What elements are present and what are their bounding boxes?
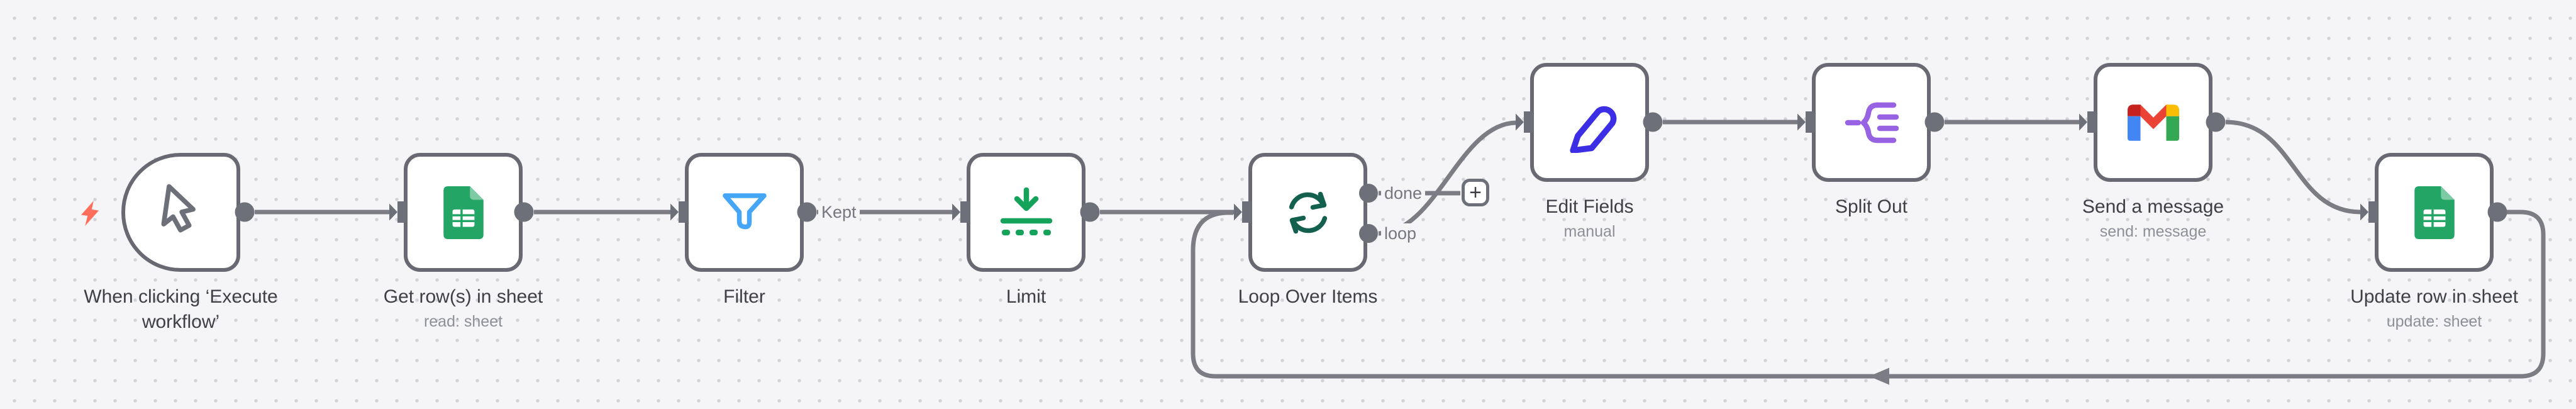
trigger-lightning-icon: [81, 201, 99, 226]
node-label: Get row(s) in sheet: [383, 286, 543, 307]
google-sheets-icon: [2414, 186, 2455, 239]
limit-icon: [1000, 187, 1052, 235]
node-filter[interactable]: Filter: [685, 153, 804, 307]
google-sheets-icon: [443, 186, 484, 239]
cursor-icon: [161, 184, 196, 232]
node-subtitle: manual: [1563, 223, 1616, 240]
node-subtitle: read: sheet: [423, 313, 503, 330]
node-label: Limit: [1006, 286, 1046, 307]
gmail-icon: [2127, 104, 2179, 141]
node-limit[interactable]: Limit: [967, 153, 1085, 307]
connection-gmail-to-update-row: [2225, 120, 2362, 215]
filter-icon: [722, 193, 767, 229]
connection-loop-to-edit-fields: [1378, 120, 1517, 236]
node-get-rows-in-sheet[interactable]: Get row(s) in sheet read: sheet: [384, 153, 543, 330]
output-label-done: done: [1381, 183, 1426, 204]
node-label: Split Out: [1835, 196, 1908, 217]
split-out-icon: [1845, 102, 1899, 143]
node-subtitle: update: sheet: [2386, 313, 2482, 330]
node-edit-fields[interactable]: Edit Fields manual: [1530, 63, 1649, 240]
node-loop-over-items[interactable]: Loop Over Items: [1238, 153, 1377, 307]
node-send-a-message[interactable]: Send a message send: message: [2082, 63, 2224, 240]
add-node-button[interactable]: +: [1462, 179, 1489, 206]
output-label-loop: loop: [1381, 223, 1420, 244]
node-label: Loop Over Items: [1238, 286, 1378, 307]
loop-icon: [1289, 191, 1327, 233]
pencil-icon: [1569, 106, 1616, 153]
node-label: Filter: [723, 286, 765, 307]
node-label: Update row in sheet: [2350, 286, 2518, 307]
node-update-row-in-sheet[interactable]: Update row in sheet update: sheet: [2350, 153, 2518, 330]
node-label: Edit Fields: [1545, 196, 1634, 217]
node-subtitle: send: message: [2099, 223, 2207, 240]
loopback-arrow-icon: [1869, 367, 1889, 385]
node-label: Send a message: [2082, 196, 2224, 217]
node-split-out[interactable]: Split Out: [1812, 63, 1931, 217]
connection-label-kept: Kept: [818, 202, 860, 223]
